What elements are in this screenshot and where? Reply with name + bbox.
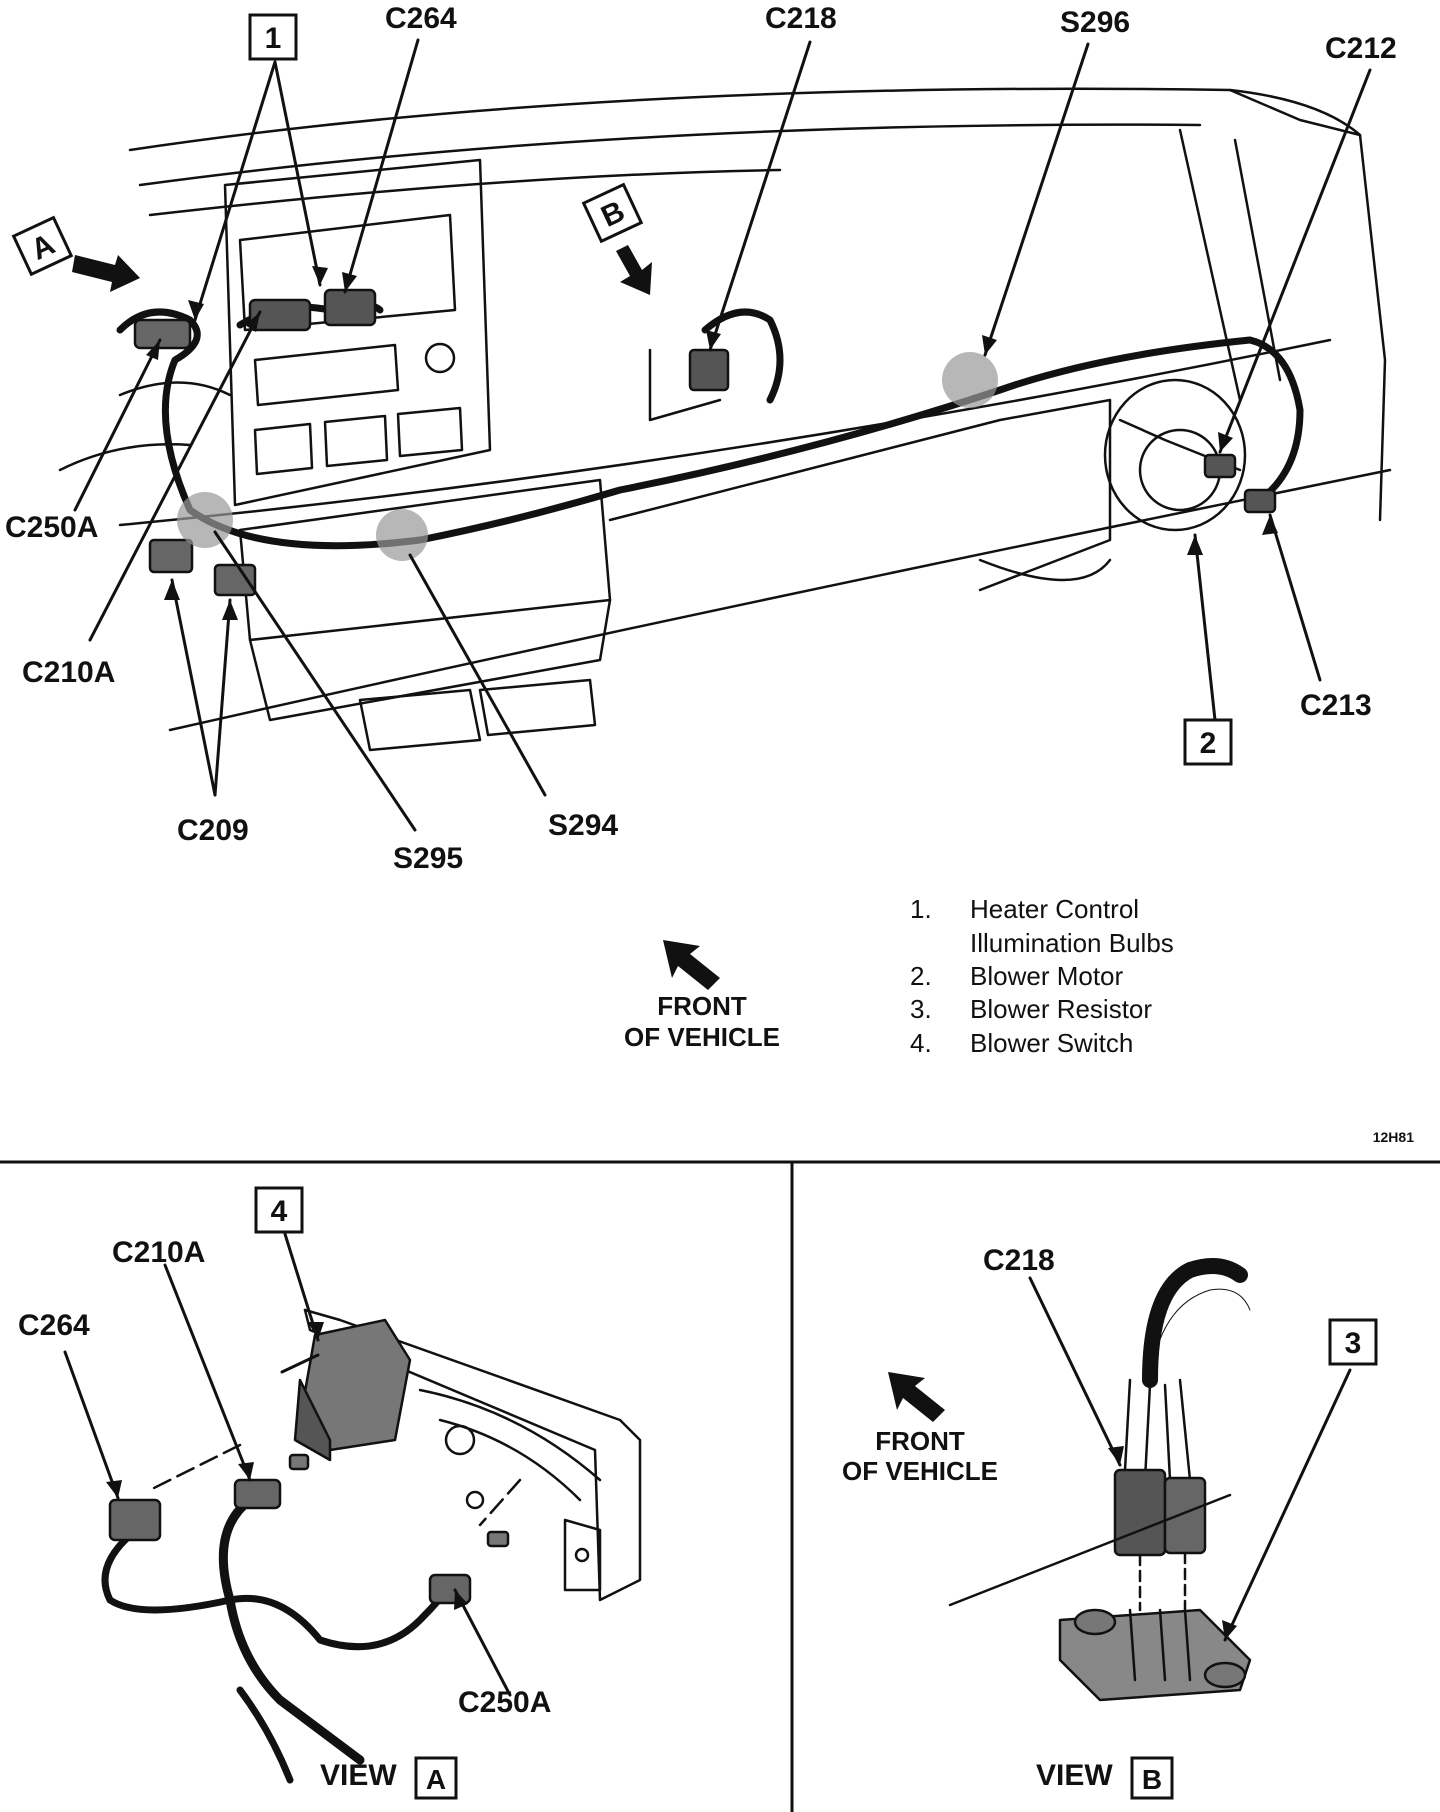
view-a-label-c264: C264: [18, 1309, 90, 1342]
leader-lines-main: [73, 38, 1372, 832]
front-of-vehicle-main: FRONT OF VEHICLE: [624, 940, 780, 1052]
front-arrow-icon: [663, 940, 720, 990]
view-a-arrowheads: [106, 1322, 468, 1610]
svg-text:VIEW: VIEW: [1036, 1759, 1113, 1792]
front-arrow-icon-b: [888, 1372, 945, 1422]
splice-s296: [942, 352, 998, 408]
svg-text:FRONT: FRONT: [657, 991, 747, 1021]
splice-s294: [376, 509, 428, 561]
svg-text:OF VEHICLE: OF VEHICLE: [842, 1456, 998, 1486]
svg-text:FRONT: FRONT: [875, 1426, 965, 1456]
svg-text:VIEW: VIEW: [320, 1759, 397, 1792]
panel-dividers: [0, 1160, 1440, 1812]
svg-text:3.: 3.: [910, 994, 932, 1024]
label-c209: C209: [177, 814, 249, 847]
svg-text:1: 1: [265, 22, 282, 55]
label-c218: C218: [765, 2, 837, 35]
view-b-drawing: [948, 1258, 1252, 1702]
view-b-leaders: [1028, 1276, 1352, 1642]
view-b-arrow-icon: [616, 245, 652, 295]
view-a-arrow-icon: [72, 255, 140, 292]
legend: 1. Heater Control Illumination Bulbs 2. …: [910, 894, 1174, 1058]
leader-arrowheads: [146, 266, 1278, 620]
label-c264: C264: [385, 2, 457, 35]
view-b-box-item-3: 3: [1328, 1318, 1378, 1366]
label-s295: S295: [393, 842, 463, 875]
view-b-arrowheads: [1108, 1446, 1237, 1640]
svg-text:4: 4: [271, 1195, 288, 1228]
front-of-vehicle-view-b: FRONT OF VEHICLE: [842, 1372, 998, 1486]
svg-text:Blower Motor: Blower Motor: [970, 961, 1123, 991]
view-a-title: VIEW A: [320, 1756, 458, 1800]
svg-text:Heater Control: Heater Control: [970, 894, 1139, 924]
dashboard-drawing: [58, 87, 1392, 752]
label-c250a: C250A: [5, 511, 98, 544]
callout-labels-main: C264 C218 S296 C212 C250A C210A C209 S29…: [5, 2, 1397, 875]
box-item-2: 2: [1183, 718, 1233, 766]
svg-text:4.: 4.: [910, 1028, 932, 1058]
view-a-label-c210a: C210A: [112, 1236, 205, 1269]
view-b-label-c218: C218: [983, 1244, 1055, 1277]
svg-text:Blower Resistor: Blower Resistor: [970, 994, 1152, 1024]
splice-s295: [177, 492, 233, 548]
label-c213: C213: [1300, 689, 1372, 722]
svg-text:Blower Switch: Blower Switch: [970, 1028, 1133, 1058]
view-a-leaders: [63, 1232, 512, 1697]
svg-text:2.: 2.: [910, 961, 932, 991]
svg-text:2: 2: [1200, 727, 1217, 760]
svg-text:B: B: [1142, 1764, 1162, 1795]
svg-text:OF VEHICLE: OF VEHICLE: [624, 1022, 780, 1052]
view-a-label-c250a: C250A: [458, 1686, 551, 1719]
view-a-drawing: [101, 1308, 642, 1784]
label-s296: S296: [1060, 6, 1130, 39]
view-b-title: VIEW B: [1036, 1756, 1174, 1800]
splice-markers: [177, 352, 998, 561]
box-view-b: B: [581, 182, 644, 244]
label-c210a: C210A: [22, 656, 115, 689]
box-item-1: 1: [248, 13, 298, 61]
svg-text:1.: 1.: [910, 894, 932, 924]
label-s294: S294: [548, 809, 618, 842]
svg-text:Illumination Bulbs: Illumination Bulbs: [970, 928, 1174, 958]
svg-text:A: A: [426, 1764, 446, 1795]
drawing-id: 12H81: [1373, 1129, 1414, 1145]
label-c212: C212: [1325, 32, 1397, 65]
svg-text:3: 3: [1345, 1327, 1362, 1360]
box-view-a: A: [11, 215, 74, 277]
view-a-box-item-4: 4: [254, 1186, 304, 1234]
